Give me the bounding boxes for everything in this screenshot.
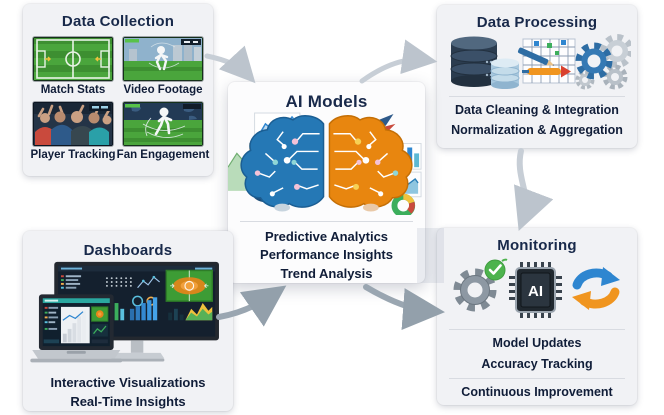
- refresh-arrows-icon: [572, 267, 620, 310]
- monitoring-line: Continuous Improvement: [461, 385, 613, 399]
- divider: [449, 378, 625, 379]
- processing-line: Normalization & Aggregation: [451, 123, 623, 137]
- arrow-collection-to-ai: [204, 45, 256, 84]
- monitoring-line: Model Updates: [492, 336, 582, 350]
- processing-line: Data Cleaning & Integration: [455, 103, 619, 117]
- fan-crowd-thumbnail-icon: [33, 102, 113, 146]
- dashboards-title: Dashboards: [83, 242, 173, 259]
- database-stack-icon: [450, 36, 498, 87]
- overlap-shadow: [417, 228, 444, 283]
- list-item: Player Tracking: [30, 102, 116, 165]
- panel-dashboards: Dashboards: [23, 231, 233, 411]
- divider: [449, 329, 625, 330]
- thumbnail-label: Player Tracking: [30, 149, 116, 161]
- ai-model-line: Performance Insights: [260, 247, 393, 262]
- database-small-icon: [490, 58, 520, 89]
- ai-model-line: Trend Analysis: [280, 265, 373, 281]
- ai-chip-icon: AI: [509, 262, 562, 318]
- thumbnail-label: Fan Engagement: [116, 149, 210, 161]
- gears-icon: [575, 34, 631, 90]
- ai-models-illustration: ☎: [228, 112, 422, 215]
- ai-models-title: AI Models: [285, 92, 368, 111]
- panel-data-processing: Data Processing: [437, 5, 637, 148]
- divider: [449, 96, 625, 97]
- arrow-processing-to-monitoring: [513, 148, 554, 232]
- monitoring-line: Accuracy Tracking: [481, 357, 593, 371]
- monitoring-icons: AI: [453, 258, 620, 318]
- dashboards-illustration: [30, 261, 219, 363]
- panel-data-collection: Data Collection Match Stats: [23, 4, 213, 176]
- data-collection-title: Data Collection: [61, 13, 175, 30]
- spreadsheet-pencil-icon: [517, 38, 576, 84]
- panel-monitoring: Monitoring: [437, 228, 637, 405]
- thumbnail-label: Match Stats: [40, 84, 106, 96]
- data-processing-icons: [450, 34, 631, 90]
- ai-chip-label: AI: [528, 283, 543, 300]
- ai-model-line: Predictive Analytics: [264, 228, 389, 244]
- brain-circuit-icon: [240, 115, 413, 212]
- data-processing-title: Data Processing: [476, 14, 598, 31]
- running-player-thumbnail-icon: [123, 102, 203, 146]
- panel-ai-models: AI Models: [228, 82, 425, 283]
- list-item: Fan Engagement: [117, 102, 209, 165]
- data-collection-grid: Match Stats Video Footage: [30, 37, 209, 165]
- monitoring-title: Monitoring: [497, 237, 577, 254]
- arrow-ai-to-monitoring: [363, 284, 445, 330]
- soccer-pitch-thumbnail-icon: [33, 37, 113, 81]
- list-item: Match Stats: [32, 37, 114, 100]
- video-analysis-thumbnail-icon: [123, 37, 203, 81]
- arrow-ai-to-processing: [359, 39, 438, 84]
- divider: [239, 220, 414, 222]
- laptop-dashboard-icon: [30, 294, 123, 363]
- pie-chart-icon: [391, 193, 416, 215]
- gear-check-icon: [453, 258, 508, 312]
- list-item: Video Footage: [122, 37, 204, 100]
- dashboards-line: Interactive Visualizations: [50, 375, 206, 390]
- dashboards-line: Real-Time Insights: [70, 394, 186, 409]
- thumbnail-label: Video Footage: [123, 84, 203, 96]
